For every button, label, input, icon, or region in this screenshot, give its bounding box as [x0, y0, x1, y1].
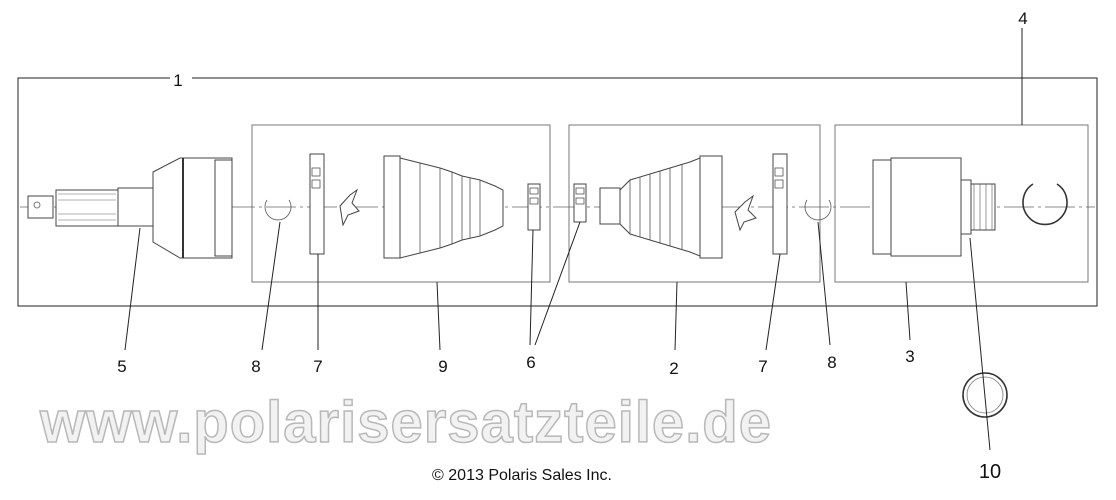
- callout-9: 9: [438, 357, 447, 376]
- callout-8-right: 8: [827, 353, 836, 372]
- circlip-8-left: [264, 199, 292, 221]
- callout-10: 10: [979, 461, 1001, 483]
- boot-clamp-7-right: [772, 153, 788, 255]
- callout-5: 5: [117, 357, 126, 376]
- small-clamp-6-right: [573, 183, 587, 223]
- callout-7-right: 7: [758, 357, 767, 376]
- callout-6: 6: [526, 353, 535, 372]
- outer-cv-joint: [27, 157, 233, 259]
- small-clamp-6-left: [527, 183, 541, 231]
- callout-1: 1: [173, 71, 182, 90]
- snap-ring-4: [1022, 183, 1068, 226]
- inner-cv-joint-3: [872, 157, 996, 257]
- callout-4: 4: [1018, 9, 1027, 28]
- boot-kit-box: [251, 124, 551, 283]
- grease-packet-left: [339, 188, 360, 227]
- inner-boot-kit-box: [568, 124, 821, 283]
- outer-cv-boot-9: [383, 155, 504, 259]
- assembly-box: [17, 77, 1098, 307]
- boot-clamp-7-left: [309, 153, 325, 255]
- leader-lines: [124, 28, 1023, 451]
- callout-2: 2: [669, 359, 678, 378]
- inner-cv-boot-2: [599, 155, 723, 259]
- inner-cv-joint-box: [834, 124, 1089, 283]
- callout-3: 3: [905, 347, 914, 366]
- callout-7-left: 7: [313, 357, 322, 376]
- o-ring-10: [962, 372, 1008, 418]
- grease-packet-right: [734, 194, 757, 232]
- callout-8-left: 8: [251, 357, 260, 376]
- watermark: www.polarisersatzteile.de: [39, 390, 772, 455]
- circlip-8-right: [804, 199, 832, 221]
- copyright-notice: © 2013 Polaris Sales Inc.: [432, 467, 612, 484]
